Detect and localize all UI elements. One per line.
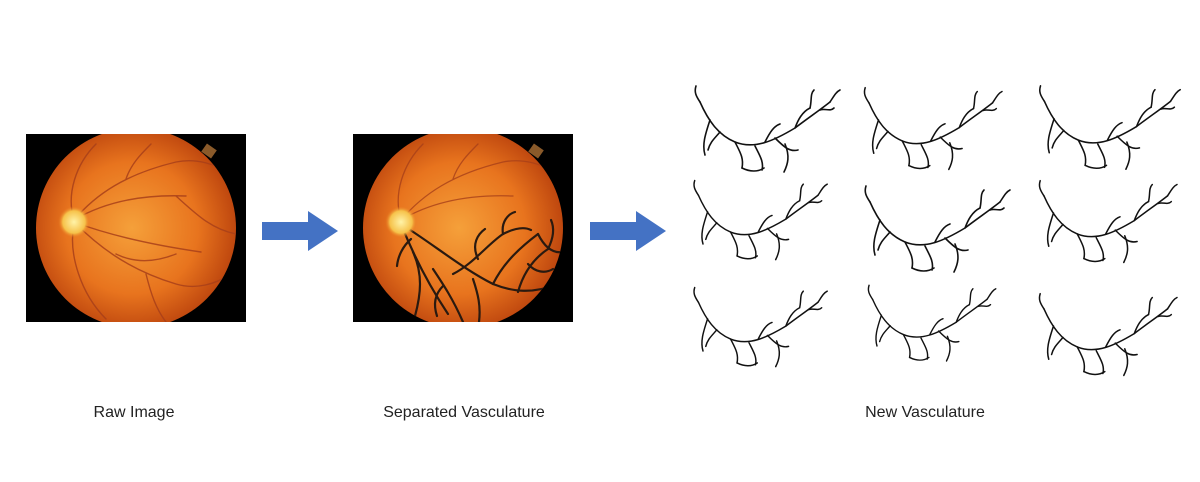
optic-disc	[58, 206, 90, 238]
new-vasculature-grid	[693, 85, 1181, 377]
native-vessels	[70, 143, 236, 322]
raw-image-panel	[26, 134, 246, 322]
arrow-right-icon	[262, 211, 338, 251]
caption-separated-vasculature: Separated Vasculature	[383, 404, 545, 421]
fundus-disc	[36, 134, 236, 322]
separated-vessels	[395, 210, 563, 322]
vessel-sample-6	[1038, 179, 1178, 264]
separated-vasculature-panel	[353, 134, 573, 322]
vessel-sample-9	[1038, 292, 1178, 377]
caption-new-vasculature: New Vasculature	[865, 404, 985, 421]
arrow-right-icon	[590, 211, 666, 251]
vessel-sample-2	[863, 86, 1003, 171]
vessel-sample-4	[693, 179, 828, 261]
vessel-sample-7	[693, 286, 828, 368]
vessel-sample-1	[694, 85, 841, 173]
vessel-sample-5	[864, 185, 1011, 273]
caption-raw-image: Raw Image	[93, 404, 175, 421]
separated-fundus-image	[363, 134, 563, 322]
raw-fundus-image	[36, 134, 236, 322]
vessel-sample-8	[867, 284, 997, 362]
vessel-sample-3	[1038, 85, 1181, 171]
